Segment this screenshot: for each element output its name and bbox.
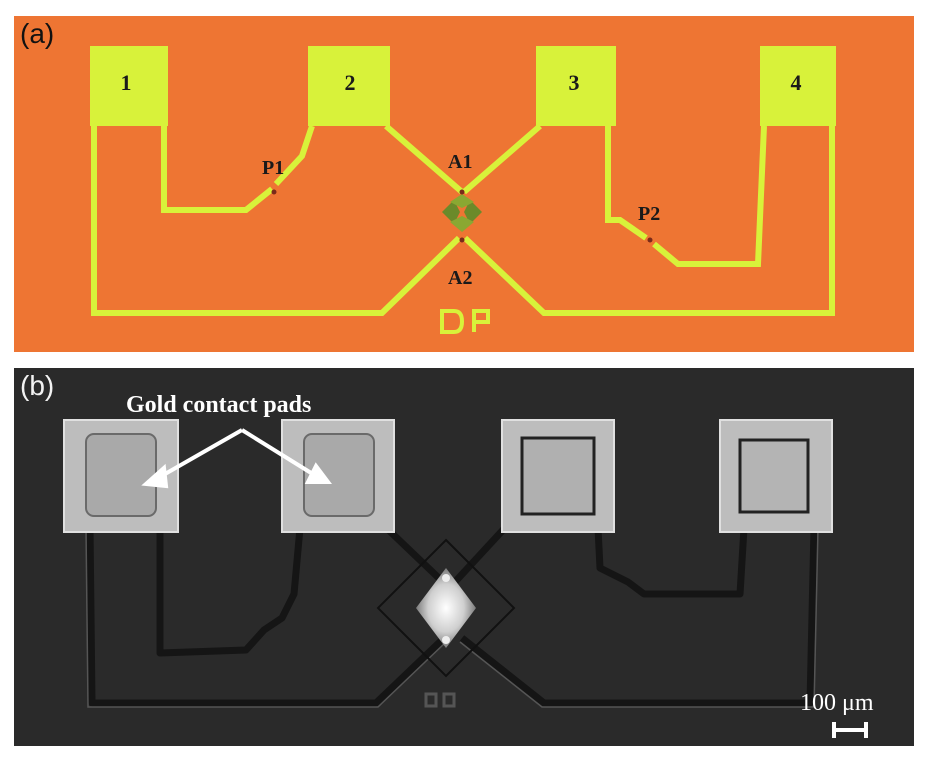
trace-pad1-p1 <box>161 126 274 213</box>
center-electrodes <box>271 189 653 243</box>
site-a2-dot <box>459 237 465 243</box>
micro-trace-5 <box>594 527 748 598</box>
marking-letter-d <box>440 309 465 334</box>
panel-a-layout: 1 2 3 4 P1 P2 A1 A2 DP (a) <box>14 16 914 352</box>
pad-4-label: 4 <box>791 70 802 95</box>
micro-trace-6 <box>459 527 818 707</box>
trace-p1-pad2 <box>273 125 315 187</box>
electrode-left <box>442 200 460 224</box>
micro-trace-outline-1 <box>85 527 447 708</box>
pad-3-label: 3 <box>569 70 580 95</box>
marking-letter-p <box>472 309 490 332</box>
pad-4 <box>760 46 836 126</box>
trace-group <box>91 123 835 316</box>
site-p1-dot <box>271 189 277 195</box>
panel-b-label: (b) <box>20 370 55 401</box>
center-diamond-outer <box>376 538 516 678</box>
micro-trace-1 <box>86 527 447 707</box>
pad-2 <box>308 46 390 126</box>
gold-pad-4 <box>738 438 810 514</box>
trace-pad4-a2 <box>462 126 835 316</box>
layout-drawing: 1 2 3 4 P1 P2 A1 A2 DP <box>90 46 836 334</box>
center-spot-top <box>442 574 450 582</box>
site-p2-label: P2 <box>638 203 660 225</box>
electrode-bottom <box>450 216 474 232</box>
site-a1-label: A1 <box>448 151 472 173</box>
trace-pad1-a2 <box>91 126 462 316</box>
micro-trace-outline-6 <box>459 527 819 708</box>
trace-p2-pad4 <box>652 125 767 267</box>
pad-1 <box>90 46 168 126</box>
site-a1-dot <box>459 189 465 195</box>
micrograph-image: Gold contact pads 100 μm <box>63 392 874 738</box>
pad-3 <box>536 46 616 126</box>
arrow-left-line <box>157 428 243 480</box>
micro-trace-2 <box>156 527 304 657</box>
panel-b-micrograph: Gold contact pads 100 μm (b) <box>14 368 914 746</box>
center-spot-bottom <box>442 636 450 644</box>
site-p1-label: P1 <box>262 157 284 179</box>
annotation-arrows <box>141 428 332 489</box>
panel-a-label: (a) <box>20 18 55 49</box>
trace-pad2-a1 <box>384 123 464 195</box>
micro-marking <box>424 692 456 708</box>
pad-1-label: 1 <box>121 70 132 95</box>
trace-pad3-p2 <box>605 126 648 241</box>
dp-marking <box>440 309 490 334</box>
gold-pad-1 <box>85 433 157 517</box>
trace-pad3-a1 <box>462 123 542 195</box>
gold-pad-2 <box>303 433 375 517</box>
micro-mark-1 <box>424 692 438 708</box>
electrode-top <box>450 194 474 208</box>
pad-2-label: 2 <box>345 70 356 95</box>
scale-bar <box>832 722 868 738</box>
site-p2-dot <box>647 237 653 243</box>
scale-bar-label: 100 μm <box>800 690 874 716</box>
micro-trace-highlights <box>85 527 819 708</box>
micro-mark-2 <box>442 692 456 708</box>
arrow-right-line <box>240 428 318 478</box>
gold-pad-3 <box>520 436 596 516</box>
center-diamond-inner <box>416 568 476 648</box>
annotation-text: Gold contact pads <box>126 392 311 418</box>
site-a2-label: A2 <box>448 267 472 289</box>
arrow-right-head <box>304 462 332 484</box>
electrode-right <box>464 200 482 224</box>
arrow-left-head <box>141 463 169 489</box>
